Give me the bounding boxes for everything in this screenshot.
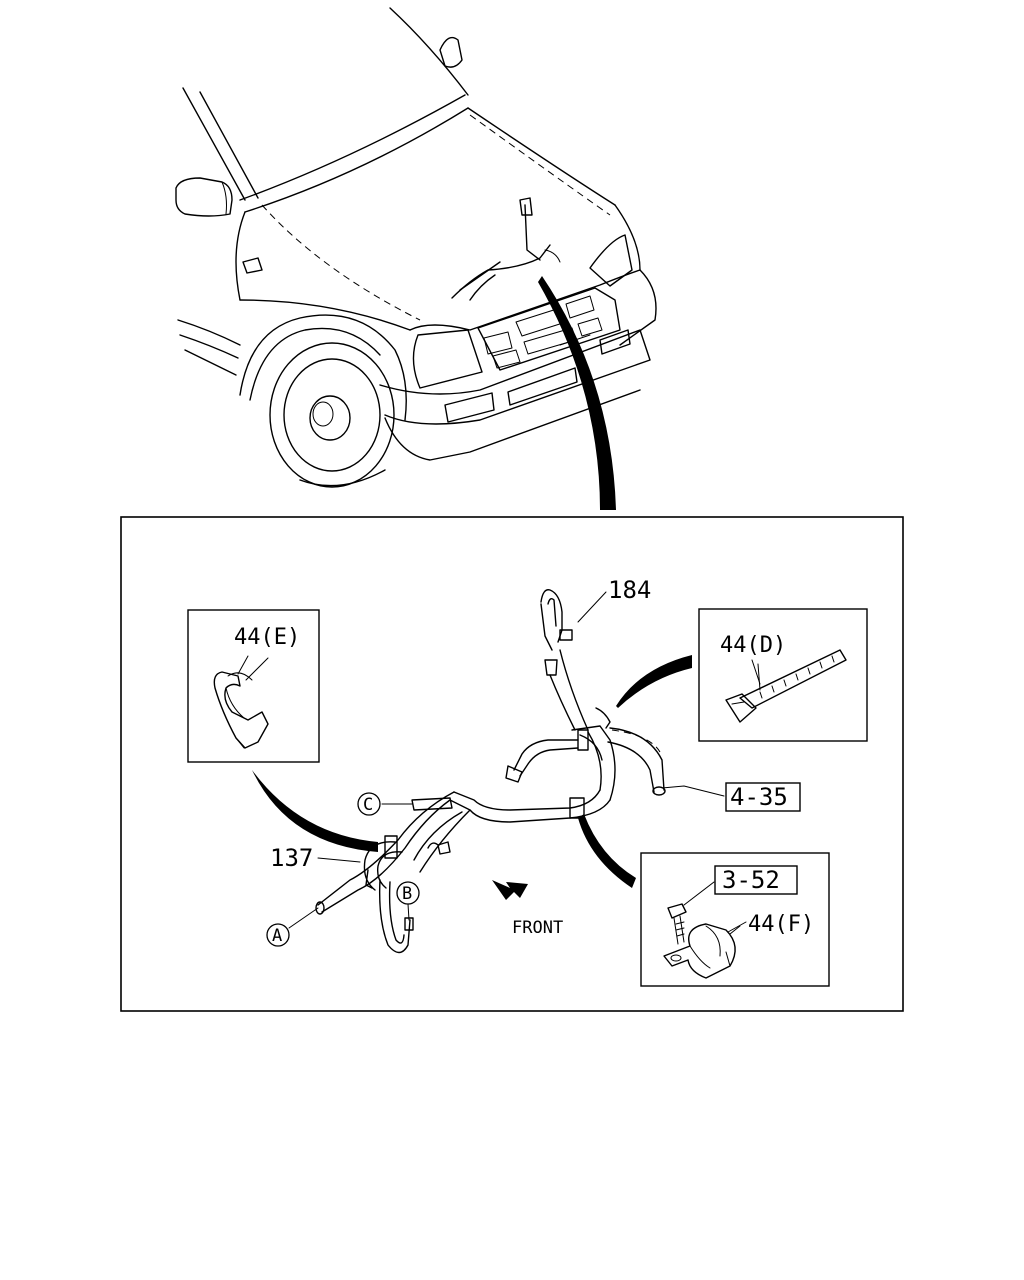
connector-c-marker: C [357, 792, 381, 816]
svg-text:A: A [272, 926, 282, 946]
vehicle-front-illustration [175, 7, 657, 510]
callout-4-35: 4-35 [730, 783, 788, 811]
inset-band-d [698, 608, 868, 742]
svg-text:B: B [402, 884, 412, 904]
connector-b-marker: B [396, 881, 420, 905]
callout-184: 184 [608, 576, 651, 604]
detail-frame [120, 516, 904, 1012]
callout-3-52: 3-52 [722, 866, 780, 894]
callout-137: 137 [270, 844, 313, 872]
ref-box-4-35 [725, 782, 801, 812]
front-direction-arrow-icon [492, 880, 528, 900]
inset-clip-e [187, 609, 320, 763]
inset-clamp-f [640, 852, 830, 987]
callout-44f: 44(F) [748, 912, 814, 937]
callout-44d: 44(D) [720, 633, 786, 658]
leader-lines [245, 591, 761, 933]
front-label: FRONT [512, 918, 563, 938]
wire-harness [315, 589, 666, 954]
ref-box-3-52 [714, 865, 798, 895]
svg-text:C: C [363, 795, 373, 815]
connector-a-marker: A [266, 923, 290, 947]
callout-44e: 44(E) [234, 625, 300, 650]
